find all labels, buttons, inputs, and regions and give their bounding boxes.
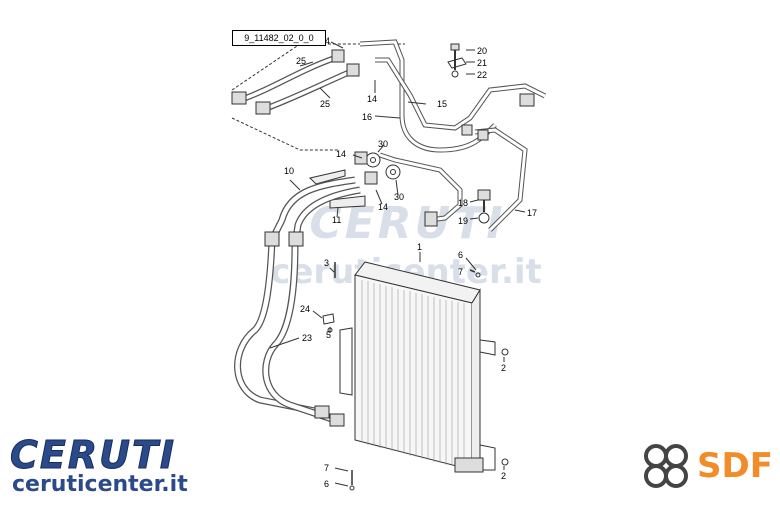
ceruti-website[interactable]: ceruticenter.it [12, 472, 188, 497]
callout-6b: 6 [324, 479, 329, 489]
callout-1: 1 [417, 242, 422, 252]
washer-19 [478, 212, 490, 224]
callout-30: 24 [300, 304, 310, 314]
nut-6b [349, 485, 355, 491]
bracket-11b [329, 195, 366, 209]
callout-7b: 7 [324, 463, 329, 473]
callout-6a: 6 [458, 250, 463, 260]
callout-16: 16 [362, 112, 372, 122]
reference-code: 9_11482_02_0_0 [232, 30, 326, 46]
callout-23b: 25 [320, 99, 330, 109]
callout-10: 10 [284, 166, 294, 176]
callout-20: 20 [477, 46, 487, 56]
clip-30 [322, 313, 335, 325]
washer-25a [365, 152, 381, 168]
callout-7a: 7 [458, 267, 463, 277]
callout-23a: 25 [296, 56, 306, 66]
nut-2a [501, 348, 509, 356]
bracket-11a [309, 169, 346, 185]
callout-25a: 30 [378, 139, 388, 149]
nut-22 [451, 70, 459, 78]
receiver-fitting [454, 457, 484, 473]
callout-3: 3 [324, 258, 329, 268]
condenser-handle [339, 327, 353, 396]
nut-2b [501, 458, 509, 466]
callout-22: 22 [477, 70, 487, 80]
washer-21 [447, 57, 467, 69]
callout-21: 21 [477, 58, 487, 68]
callout-5: 5 [326, 330, 331, 340]
bolt-18 [477, 189, 491, 201]
callout-17: 17 [527, 208, 537, 218]
callout-25b: 30 [394, 192, 404, 202]
condenser-core [354, 274, 473, 471]
callout-11: 11 [332, 215, 341, 225]
ceruti-logo: CERUTI [9, 433, 177, 478]
callout-2a: 2 [501, 363, 506, 373]
callout-24: 23 [302, 333, 312, 343]
callout-19: 19 [458, 216, 468, 226]
nut-6 [475, 272, 481, 278]
fitting-a [231, 91, 247, 105]
callout-14b: 14 [367, 94, 377, 104]
sdf-swirl-icon [644, 444, 688, 488]
washer-25b [385, 164, 401, 180]
callout-14d: 14 [378, 202, 388, 212]
callout-15: 15 [437, 99, 447, 109]
callout-18: 18 [458, 198, 468, 208]
callout-2b: 2 [501, 471, 506, 481]
callout-14c: 14 [336, 149, 346, 159]
sdf-logo: SDF [697, 446, 773, 486]
